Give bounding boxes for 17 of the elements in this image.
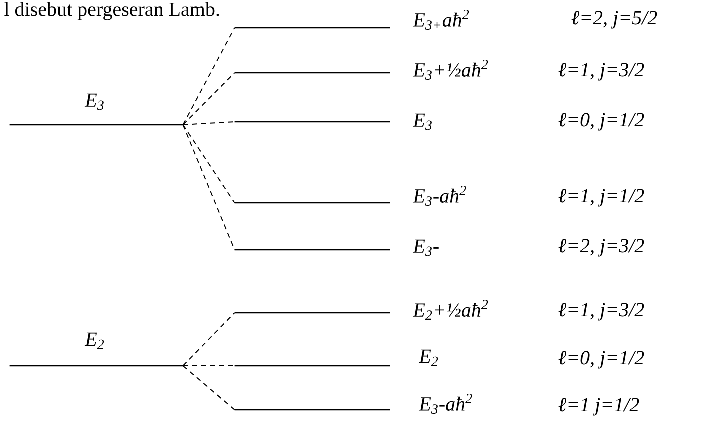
energy-level: E$_{3+}$aħ$^{2}$ ℓ=2, j=5/2 [234, 10, 658, 30]
caption-text: l disebut pergeseran Lamb. [4, 2, 220, 20]
split-line [182, 28, 236, 126]
split-line [182, 122, 236, 126]
energy-level: E$_{3}$-aħ$^{2}$ ℓ=1, j=1/2 [234, 186, 644, 207]
energy-level: E$_{3}$ [10, 94, 184, 126]
energy-level: E$_{3}$+½aħ$^{2}$ ℓ=1, j=3/2 [234, 60, 644, 81]
split-line [182, 312, 236, 366]
energy-level: E$_{2}$ ℓ=0, j=1/2 [234, 350, 644, 369]
split-line [182, 72, 236, 126]
energy-level: E$_{2}$ [10, 332, 184, 367]
split-line [182, 366, 236, 410]
energy-level: E$_{3}$-aħ$^{2}$ ℓ=1 j=1/2 [234, 394, 640, 416]
energy-level: E$_{3}$ ℓ=0, j=1/2 [234, 113, 644, 131]
split-line [182, 124, 236, 204]
energy-level: E$_{2}$+½aħ$^{2}$ ℓ=1, j=3/2 [234, 300, 644, 321]
energy-level: E$_{3}$- ℓ=2, j=3/2 [234, 239, 644, 257]
